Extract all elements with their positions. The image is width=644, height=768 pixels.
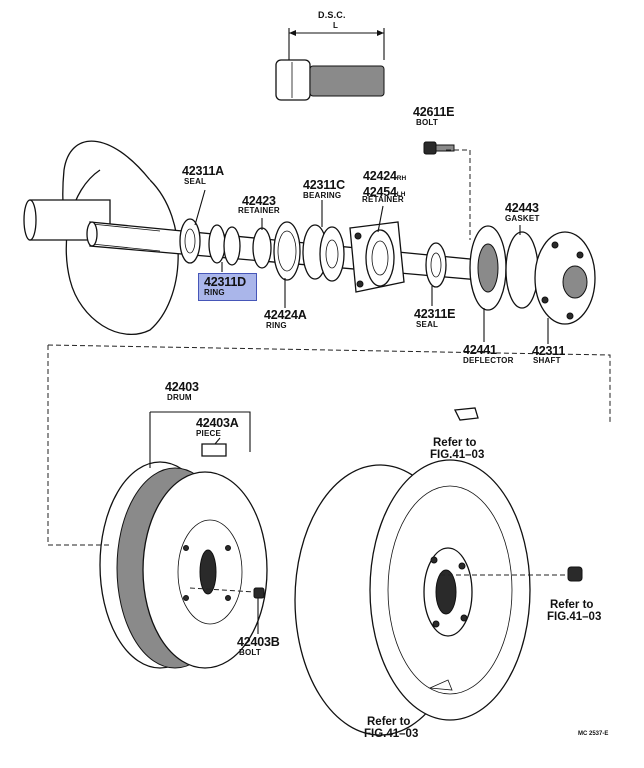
part-number-42311d: 42311D (204, 275, 246, 289)
part-name-seal-2: SEAL (416, 320, 439, 329)
bearing-retainer-drawing (349, 221, 405, 293)
part-number-42454: 42454 (363, 185, 397, 199)
bearing-drawing (302, 224, 345, 282)
outer-seal-and-flange (425, 225, 596, 325)
part-name-ring: RING (204, 288, 225, 297)
part-name-deflector: DEFLECTOR (463, 356, 514, 365)
part-name-shaft: SHAFT (533, 356, 561, 365)
part-number-42423: 42423 (242, 194, 276, 208)
reference-3-line2: FIG.41–03 (364, 728, 419, 740)
part-name-gasket: GASKET (505, 214, 540, 223)
part-number-42443: 42443 (505, 201, 539, 215)
part-number-42441: 42441 (463, 343, 497, 357)
part-number-42403b: 42403B (237, 635, 280, 649)
assembly-dashed-lines (47, 344, 611, 593)
code-rh: RH (396, 175, 407, 182)
reference-1-line1: Refer to (433, 437, 477, 449)
inner-seal-and-rings (179, 218, 301, 281)
part-name-bolt: BOLT (416, 118, 438, 127)
part-number-42311c: 42311C (303, 178, 345, 192)
part-name-drum: DRUM (167, 393, 192, 402)
part-number-42424a: 42424A (264, 308, 307, 322)
wheel-drawing (294, 459, 531, 736)
code-lh: LH (396, 191, 406, 198)
part-number-42311e: 42311E (414, 307, 456, 321)
leader-lines (149, 189, 549, 634)
part-number-42403: 42403 (165, 380, 199, 394)
part-name-ring-2: RING (266, 321, 287, 330)
highlight-42311d (198, 273, 257, 301)
small-parts-drawing (201, 407, 583, 599)
part-number-42403a: 42403A (196, 416, 239, 430)
reference-2-line1: Refer to (550, 599, 594, 611)
dsc-label: D.S.C. (318, 10, 346, 20)
diagram-code: MC 2537-E (578, 731, 609, 737)
part-number-42311: 42311 (532, 344, 566, 358)
flange-bolt-drawing (423, 141, 471, 240)
retainer-rh-lh-label: 42424RH 42454LH (363, 168, 406, 200)
part-name-bolt-2: BOLT (239, 648, 261, 657)
part-name-seal: SEAL (184, 177, 207, 186)
part-number-42311a: 42311A (182, 164, 224, 178)
part-name-bearing: BEARING (303, 191, 342, 200)
hub-bolt-drawing (275, 28, 385, 101)
part-name-retainer-2: RETAINER (362, 195, 404, 204)
part-number-42611e: 42611E (413, 105, 455, 119)
reference-1-line2: FIG.41–03 (430, 449, 485, 461)
reference-2-line2: FIG.41–03 (547, 611, 602, 623)
length-label: L (333, 21, 339, 30)
brake-drum-drawing (99, 461, 268, 669)
reference-3-line1: Refer to (367, 716, 411, 728)
part-name-piece: PIECE (196, 429, 222, 438)
part-number-42424: 42424 (363, 169, 397, 183)
part-name-retainer: RETAINER (238, 206, 280, 215)
